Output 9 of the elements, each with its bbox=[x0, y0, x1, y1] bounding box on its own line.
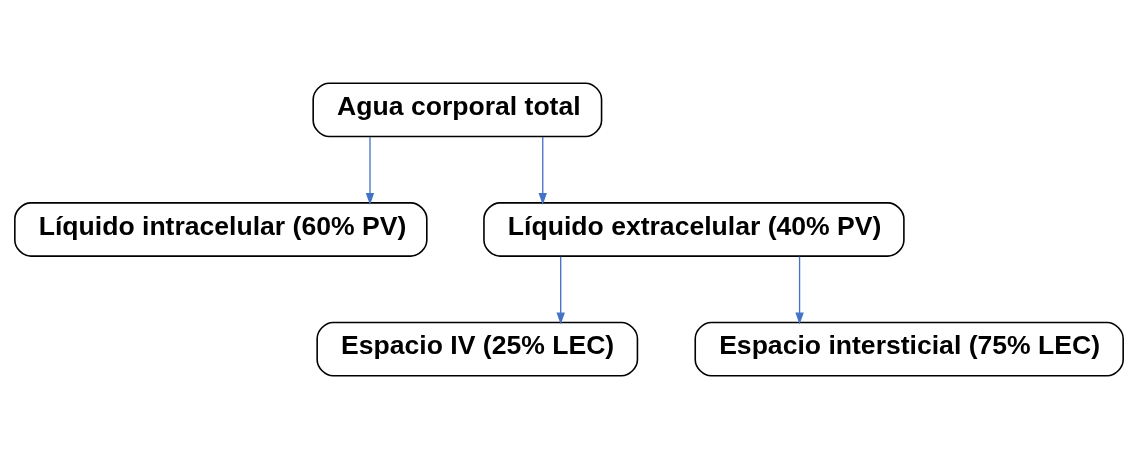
arrow bbox=[538, 136, 547, 205]
node-box: Líquido intracelular (60% PV) bbox=[14, 202, 428, 257]
node-box: Espacio IV (25% LEC) bbox=[316, 321, 639, 377]
node-box: Espacio intersticial (75% LEC) bbox=[694, 321, 1124, 377]
arrow bbox=[365, 136, 375, 205]
arrow bbox=[795, 255, 804, 325]
node-box: Agua corporal total bbox=[312, 82, 603, 138]
node-box: Líquido extracelular (40% PV) bbox=[483, 202, 905, 257]
arrow bbox=[556, 255, 565, 325]
